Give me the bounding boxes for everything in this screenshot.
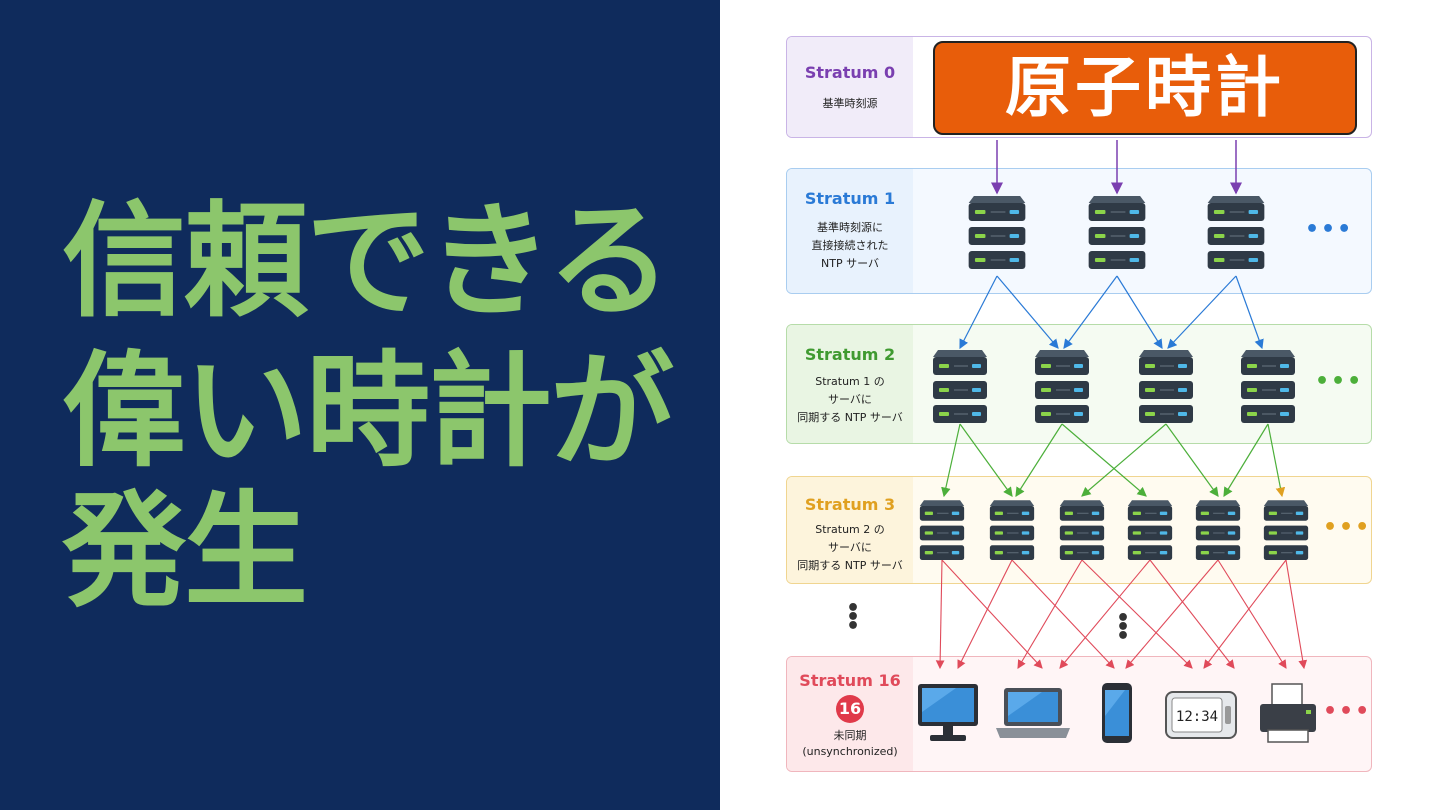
ntp-stratum-diagram: Stratum 0 基準時刻源 原子時計 Stratum 1 基準時刻源に 直接… <box>720 0 1440 810</box>
stratum-16-badge: 16 <box>836 695 864 723</box>
headline-line-3: 発生 <box>62 480 308 624</box>
stratum-16-title: Stratum 16 <box>799 671 901 690</box>
stratum-1-title: Stratum 1 <box>804 189 896 208</box>
laptop-icon <box>996 688 1070 738</box>
stratum-2-desc-3: 同期する NTP サーバ <box>797 411 903 424</box>
stratum-2-label: Stratum 2 Stratum 1 の サーバに 同期する NTP サーバ <box>787 325 913 443</box>
stratum-1-desc-3: NTP サーバ <box>821 257 879 270</box>
stratum-0-label: Stratum 0 基準時刻源 <box>787 37 913 137</box>
arrows-3-to-16 <box>935 559 1308 670</box>
stratum-2-desc-2: サーバに <box>828 393 872 406</box>
stratum-3-title: Stratum 3 <box>804 495 896 514</box>
stratum-1-desc-1: 基準時刻源に <box>817 221 883 234</box>
stratum-3-desc-1: Stratum 2 の <box>815 523 885 536</box>
server-icon <box>1263 499 1309 561</box>
stratum-1-more-ellipsis: ••• <box>1305 217 1354 242</box>
smartphone-icon <box>1102 683 1132 743</box>
clock-display-text: 12:34 <box>1176 709 1218 725</box>
server-icon <box>989 499 1035 561</box>
server-icon <box>1206 195 1266 270</box>
server-icon <box>1087 195 1147 270</box>
title-panel: 信頼できる 偉い時計が 発生 <box>0 0 720 810</box>
server-icon <box>1127 499 1173 561</box>
server-icon <box>1240 349 1296 424</box>
stratum-2-more-ellipsis: ••• <box>1315 369 1364 394</box>
stratum-1-label: Stratum 1 基準時刻源に 直接接続された NTP サーバ <box>787 169 913 293</box>
stratum-0-band: Stratum 0 基準時刻源 原子時計 <box>786 36 1372 138</box>
stratum-1-servers <box>967 195 1266 270</box>
monitor-icon <box>918 684 978 741</box>
stratum-2-desc-1: Stratum 1 の <box>815 375 885 388</box>
stratum-3-label: Stratum 3 Stratum 2 の サーバに 同期する NTP サーバ <box>787 477 913 583</box>
arrows-0-to-1 <box>991 140 1242 195</box>
server-icon <box>1034 349 1090 424</box>
stratum-3-desc-3: 同期する NTP サーバ <box>797 559 903 572</box>
stratum-16-desc-1: 未同期 <box>833 729 867 742</box>
printer-icon <box>1260 683 1316 743</box>
stratum-3-desc-2: サーバに <box>828 541 872 554</box>
server-icon <box>967 195 1027 270</box>
stratum-16-label: Stratum 16 16 未同期 (unsynchronized) <box>787 657 913 771</box>
server-icon <box>1138 349 1194 424</box>
stratum-3-servers <box>919 499 1309 561</box>
diagram-graphics: 12:34 <box>918 140 1316 743</box>
stratum-16-band: Stratum 16 16 未同期 (unsynchronized) ••• <box>786 656 1372 772</box>
stratum-2-title: Stratum 2 <box>804 345 896 364</box>
server-icon <box>932 349 988 424</box>
digital-clock-icon: 12:34 <box>1165 691 1237 739</box>
stratum-0-desc: 基準時刻源 <box>822 97 878 110</box>
stratum-1-desc-2: 直接接続された <box>811 239 889 252</box>
stratum-16-desc-2: (unsynchronized) <box>802 745 898 758</box>
headline-line-2: 偉い時計が <box>62 340 674 484</box>
stratum-0-title: Stratum 0 <box>804 63 896 82</box>
headline-line-1: 信頼できる <box>62 190 672 334</box>
server-icon <box>1059 499 1105 561</box>
arrows-2-to-3 <box>941 423 1286 498</box>
stratum-2-servers <box>932 349 1296 424</box>
arrows-1-to-2 <box>959 275 1264 350</box>
stratum-1-band: Stratum 1 基準時刻源に 直接接続された NTP サーバ ••• <box>786 168 1372 294</box>
server-icon <box>1195 499 1241 561</box>
atomic-clock-box: 原子時計 <box>933 41 1357 135</box>
server-icon <box>919 499 965 561</box>
stratum-3-more-ellipsis: ••• <box>1323 515 1372 540</box>
stratum-16-more-ellipsis: ••• <box>1323 699 1372 724</box>
